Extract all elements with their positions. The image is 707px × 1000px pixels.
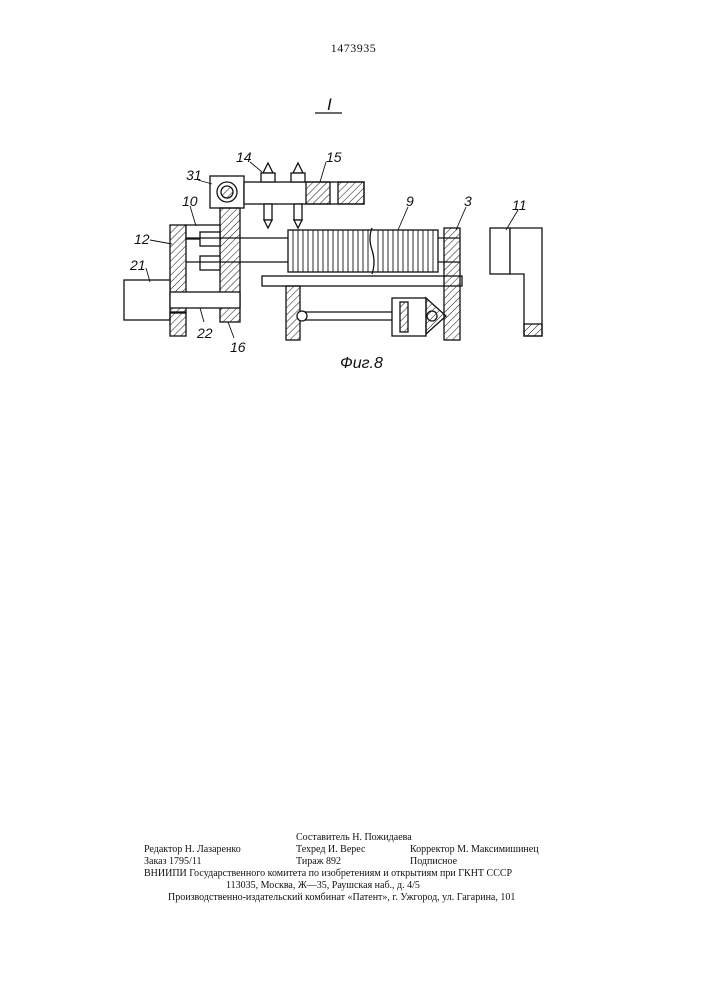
pin-14-head-left xyxy=(261,173,275,182)
label-21: 21 xyxy=(129,257,146,273)
label-12: 12 xyxy=(134,231,150,247)
label-9: 9 xyxy=(406,193,414,209)
pin-14-stem-right xyxy=(294,204,302,220)
institute-text: ВНИИПИ Государственного комитета по изоб… xyxy=(144,868,512,880)
imprint-row-address: 113035, Москва, Ж—35, Раушская наб., д. … xyxy=(144,880,584,892)
leader-15 xyxy=(320,162,326,182)
pin-14-top-left xyxy=(263,163,273,173)
address-text: 113035, Москва, Ж—35, Раушская наб., д. … xyxy=(226,880,420,892)
frame-post-3 xyxy=(444,228,460,340)
section-mark: I xyxy=(327,95,332,114)
circulation-text: Тираж 892 xyxy=(296,856,341,868)
leader-3 xyxy=(456,207,466,230)
imprint-row-order: Заказ 1795/11 Тираж 892 Подписное xyxy=(144,856,584,868)
label-3: 3 xyxy=(464,193,472,209)
imprint-row-compiler: Составитель Н. Пожидаева xyxy=(144,832,584,844)
label-15: 15 xyxy=(326,149,342,165)
techred-text: Техред И. Верес xyxy=(296,844,365,856)
bar-15-end xyxy=(338,182,364,204)
imprint-row-publisher: Производственно-издательский комбинат «П… xyxy=(144,892,584,904)
label-22: 22 xyxy=(196,325,213,341)
leader-16 xyxy=(228,322,234,338)
part-11-body xyxy=(510,228,542,336)
pin-14-tip-right xyxy=(294,220,302,228)
label-14: 14 xyxy=(236,149,252,165)
label-16: 16 xyxy=(230,339,246,355)
imprint-block: Составитель Н. Пожидаева Редактор Н. Лаз… xyxy=(144,832,584,904)
pin-14-head-right xyxy=(291,173,305,182)
compiler-text: Составитель Н. Пожидаева xyxy=(296,832,412,844)
imprint-row-institute: ВНИИПИ Государственного комитета по изоб… xyxy=(144,868,584,880)
rail-base xyxy=(262,276,462,286)
block-31-axle xyxy=(221,186,233,198)
stud-lower xyxy=(200,256,220,270)
figure-caption: Фиг.8 xyxy=(340,355,383,372)
order-text: Заказ 1795/11 xyxy=(144,856,201,868)
bar-15-section xyxy=(306,182,330,204)
cylinder-mount xyxy=(426,298,446,334)
label-31: 31 xyxy=(186,167,202,183)
subscription-text: Подписное xyxy=(410,856,457,868)
leader-22 xyxy=(200,308,204,322)
shaft-22 xyxy=(170,292,240,308)
editor-text: Редактор Н. Лазаренко xyxy=(144,844,241,856)
pin-14-top-right xyxy=(293,163,303,173)
pin-14-stem-left xyxy=(264,204,272,220)
stud-upper xyxy=(200,232,220,246)
pin-14-tip-left xyxy=(264,220,272,228)
hinge-left xyxy=(297,311,307,321)
part-11-foot xyxy=(524,324,542,336)
corrector-text: Корректор М. Максимишинец xyxy=(410,844,539,856)
cylinder-piston xyxy=(400,302,408,332)
leader-11 xyxy=(506,210,518,230)
label-10: 10 xyxy=(182,193,198,209)
cylinder-body xyxy=(392,298,426,336)
leader-14 xyxy=(250,162,262,172)
leader-9 xyxy=(398,207,408,230)
support-22 xyxy=(170,312,186,336)
motor-21 xyxy=(124,280,170,320)
publisher-text: Производственно-издательский комбинат «П… xyxy=(168,892,515,904)
leader-10 xyxy=(190,206,196,226)
leader-12 xyxy=(150,240,172,244)
imprint-row-staff: Редактор Н. Лазаренко Техред И. Верес Ко… xyxy=(144,844,584,856)
part-11-left xyxy=(490,228,510,274)
label-11: 11 xyxy=(512,197,527,213)
